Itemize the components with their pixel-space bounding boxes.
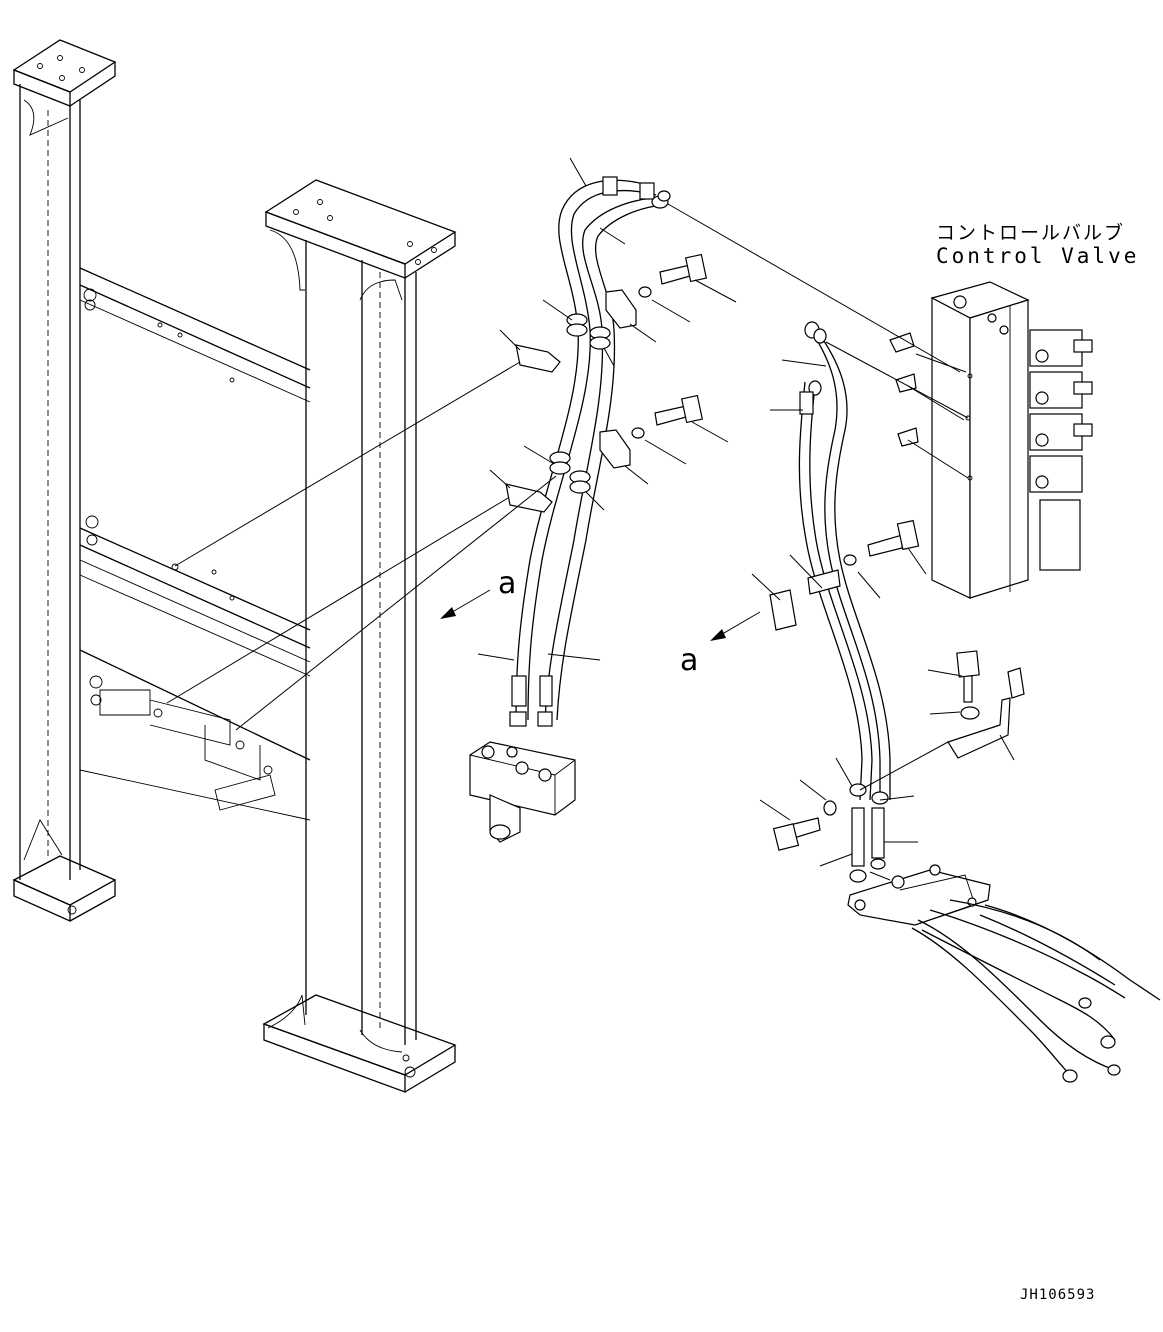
drawing-number: JH106593 [1020, 1287, 1096, 1303]
left-bolts [631, 253, 708, 439]
frame-cross-beams [79, 267, 311, 821]
front-frame-column [262, 179, 457, 1093]
right-bolts [772, 519, 1025, 851]
view-a-arrows [440, 589, 761, 641]
lower-block-assembly [847, 864, 1161, 1083]
right-hose-assembly [769, 321, 891, 883]
rear-frame-column [12, 39, 117, 923]
view-a-label-right: a [680, 643, 699, 678]
control-valve-label-en: Control Valve [936, 244, 1140, 268]
view-a-label-left: a [498, 566, 517, 601]
connection-lines [166, 203, 969, 881]
left-hose-assembly [469, 176, 671, 843]
control-valve [889, 281, 1093, 599]
leader-lines [477, 157, 1015, 867]
control-valve-label-jp: コントロールバルブ [936, 222, 1126, 244]
